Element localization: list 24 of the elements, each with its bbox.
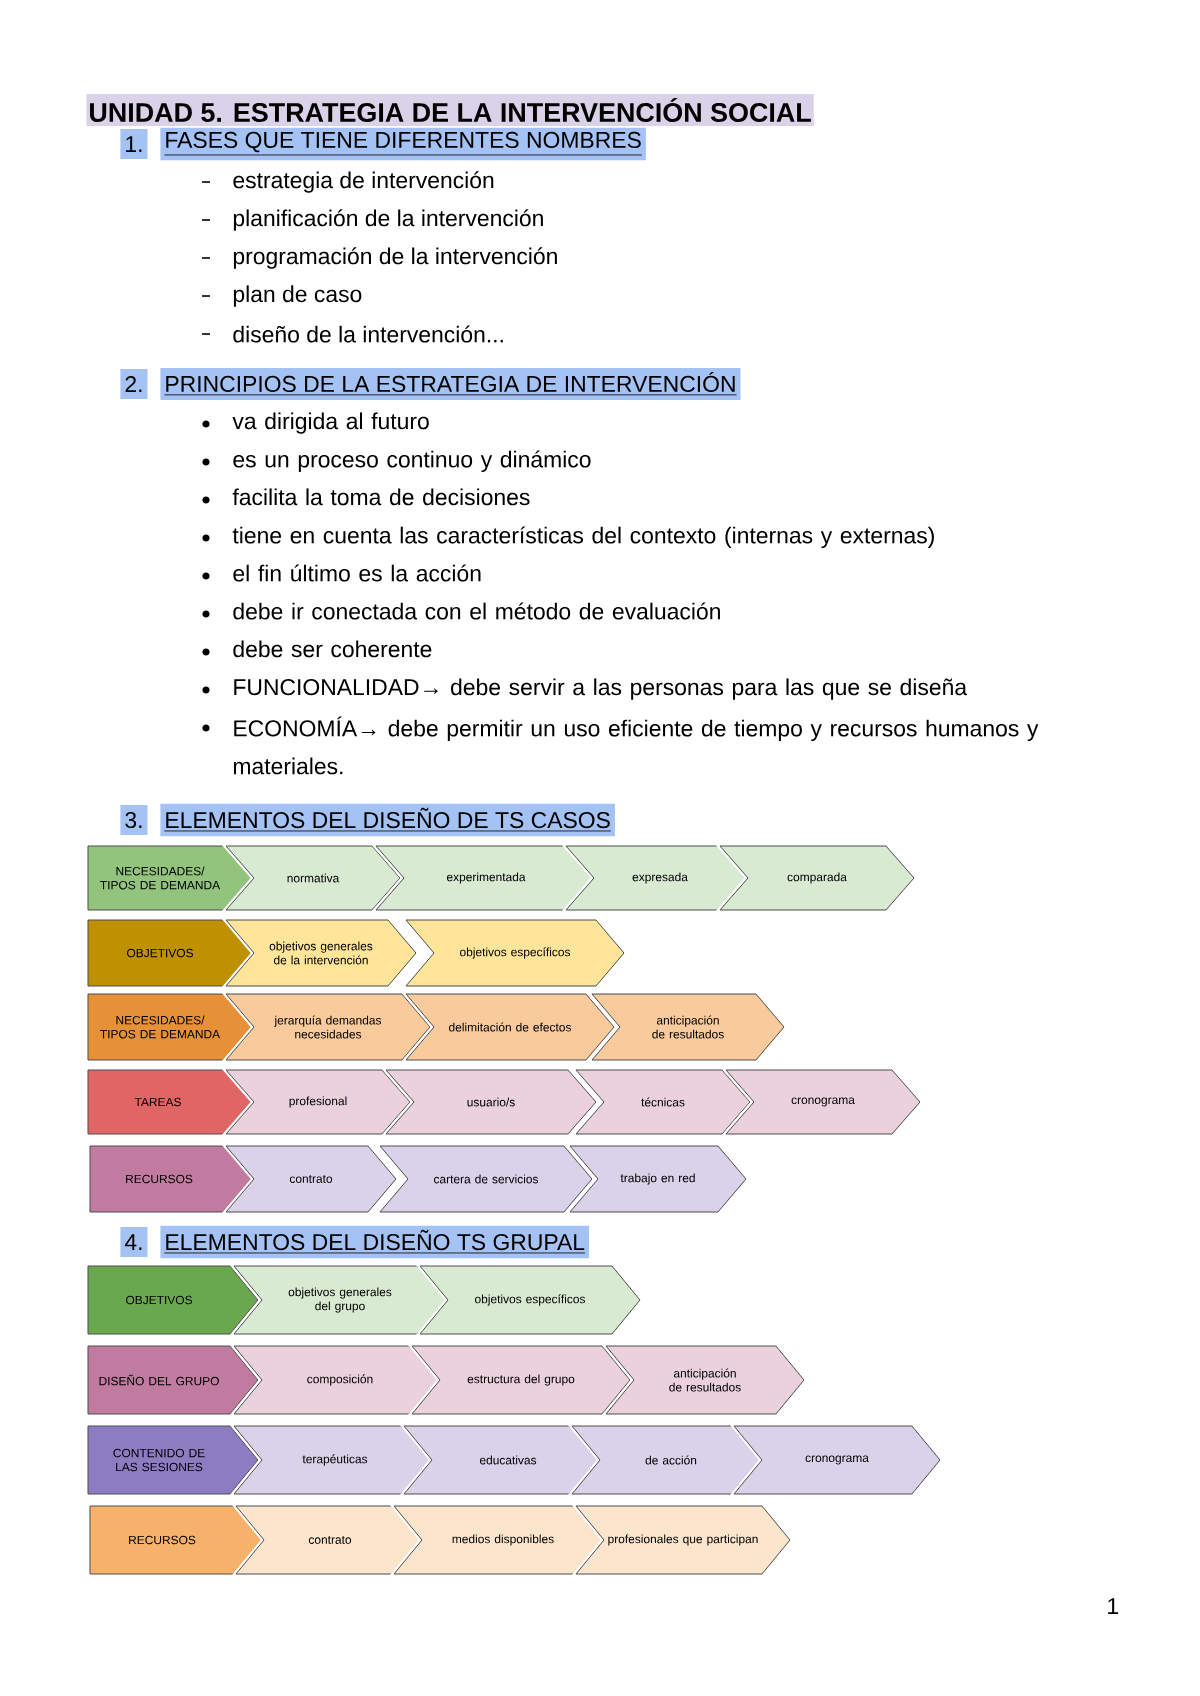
page-number: 1 (1108, 1598, 1118, 1614)
list-item: facilita la toma de decisiones (232, 488, 530, 506)
section-heading: PRINCIPIOS DE LA ESTRATEGIA DE INTERVENCIÓN (160, 368, 741, 401)
list-item: FUNCIONALIDAD→ debe servir a las personas para las que se diseña (234, 678, 968, 700)
list-item: debe ser coherente (233, 640, 432, 658)
list-item: estrategia de intervención (233, 171, 494, 193)
section-heading: FASES QUE TIENE DIFERENTES NOMBRES (160, 127, 646, 161)
list-item: debe ir conectada con el método de evaluación (233, 602, 720, 620)
list-item: plan de caso (233, 285, 362, 307)
list-item: diseño de la intervención... (233, 325, 503, 343)
section-heading: ELEMENTOS DEL DISEÑO TS GRUPAL (160, 1225, 589, 1259)
list-item: programación de la intervención (233, 247, 557, 269)
list-item: es un proceso continuo y dinámico (233, 450, 591, 473)
list-item: tiene en cuenta las características del contexto (internas y externas) (232, 526, 934, 549)
section-heading: ELEMENTOS DEL DISEÑO DE TS CASOS (160, 803, 615, 837)
list-number: 2. (120, 369, 148, 399)
list-item: ECONOMÍA→ debe permitir un uso eficiente de tiempo y recursos humanos y materiales. (233, 716, 1039, 775)
list-item: va dirigida al futuro (232, 412, 429, 434)
list-item: el fin último es la acción (233, 564, 481, 582)
list-item: planificación de la intervención (233, 209, 543, 231)
title: UNIDAD 5. ESTRATEGIA DE LA INTERVENCIÓN SOCIAL (86, 93, 814, 127)
list-number: 3. (120, 805, 148, 835)
list-number: 4. (120, 1227, 148, 1257)
list-number: 1. (120, 129, 148, 159)
